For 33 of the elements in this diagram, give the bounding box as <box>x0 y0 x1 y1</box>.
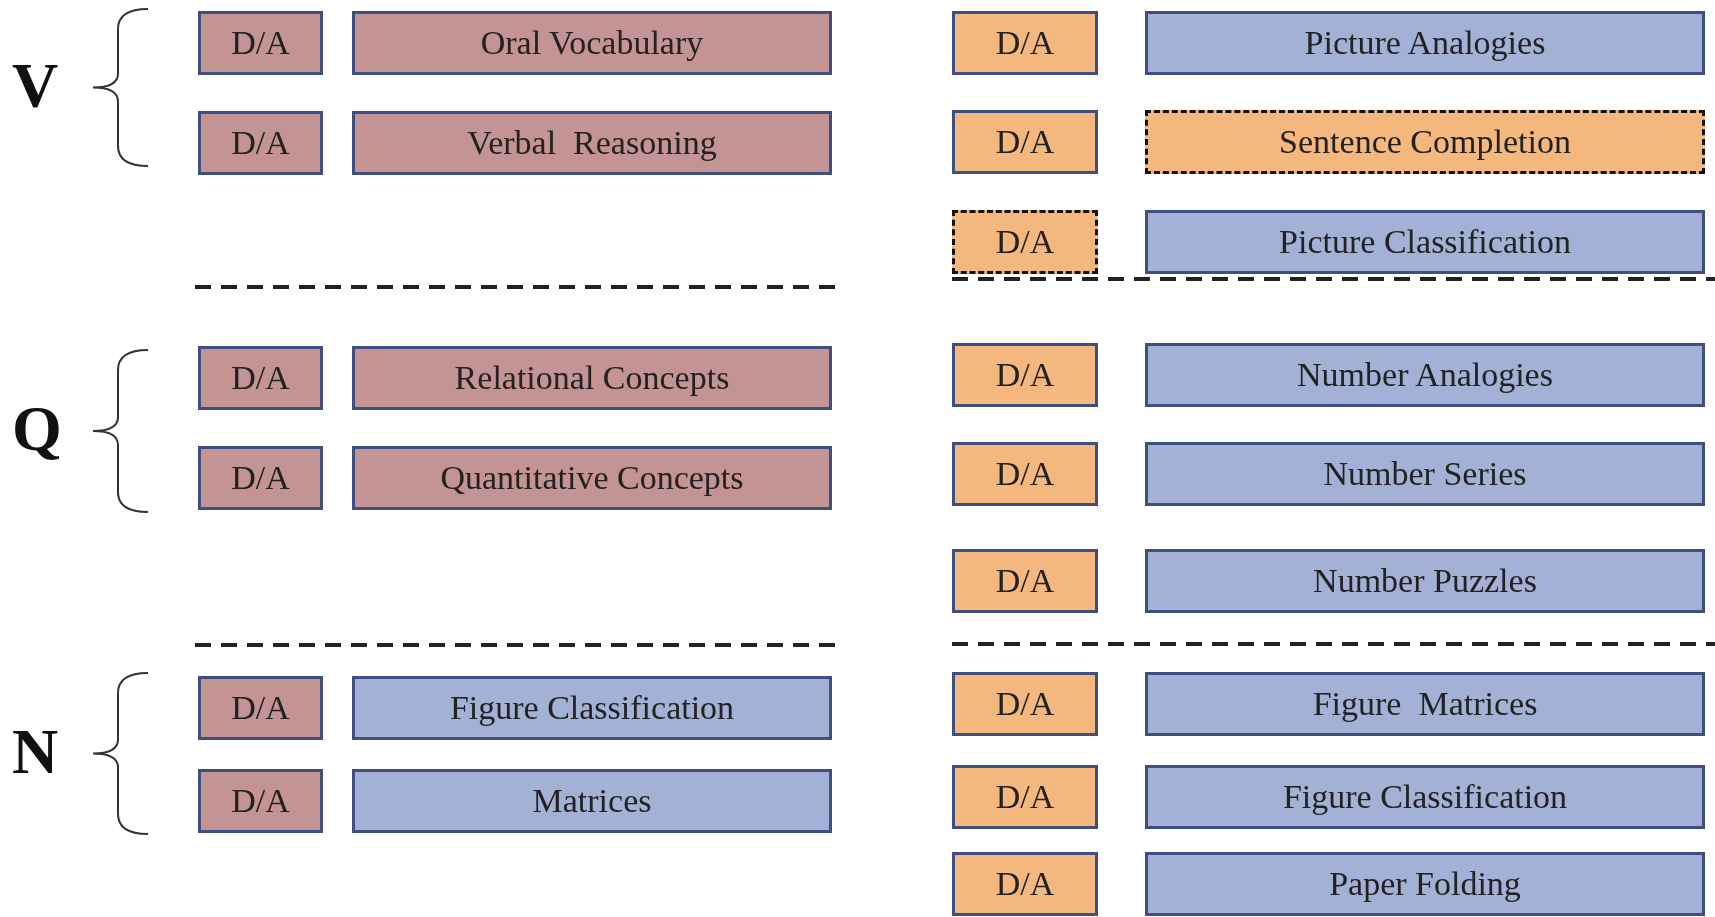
group-letter: Q <box>12 397 62 461</box>
subtest-box: Picture Classification <box>1145 210 1705 274</box>
subtest-box: Figure Classification <box>1145 765 1705 829</box>
subtest-box: Figure Matrices <box>1145 672 1705 736</box>
subtest-box: Number Series <box>1145 442 1705 506</box>
subtest-box: Relational Concepts <box>352 346 832 410</box>
subtest-box: Verbal Reasoning <box>352 111 832 175</box>
subtest-box: Number Puzzles <box>1145 549 1705 613</box>
code-tag: D/A <box>198 446 323 510</box>
subtest-box: Number Analogies <box>1145 343 1705 407</box>
code-tag: D/A <box>198 769 323 833</box>
code-tag: D/A <box>952 765 1098 829</box>
subtest-box: Quantitative Concepts <box>352 446 832 510</box>
code-tag: D/A <box>952 110 1098 174</box>
code-tag: D/A <box>198 676 323 740</box>
subtest-box: Figure Classification <box>352 676 832 740</box>
subtest-box: Picture Analogies <box>1145 11 1705 75</box>
code-tag: D/A <box>198 11 323 75</box>
code-tag: D/A <box>952 549 1098 613</box>
subtest-box: Sentence Completion <box>1145 110 1705 174</box>
subtest-box: Oral Vocabulary <box>352 11 832 75</box>
code-tag: D/A <box>952 11 1098 75</box>
code-tag: D/A <box>952 852 1098 916</box>
code-tag: D/A <box>198 111 323 175</box>
code-tag: D/A <box>952 210 1098 274</box>
code-tag: D/A <box>952 442 1098 506</box>
code-tag: D/A <box>952 672 1098 736</box>
subtest-box: Matrices <box>352 769 832 833</box>
group-letter: N <box>12 719 59 784</box>
group-letter: V <box>12 53 59 118</box>
code-tag: D/A <box>952 343 1098 407</box>
code-tag: D/A <box>198 346 323 410</box>
subtest-box: Paper Folding <box>1145 852 1705 916</box>
